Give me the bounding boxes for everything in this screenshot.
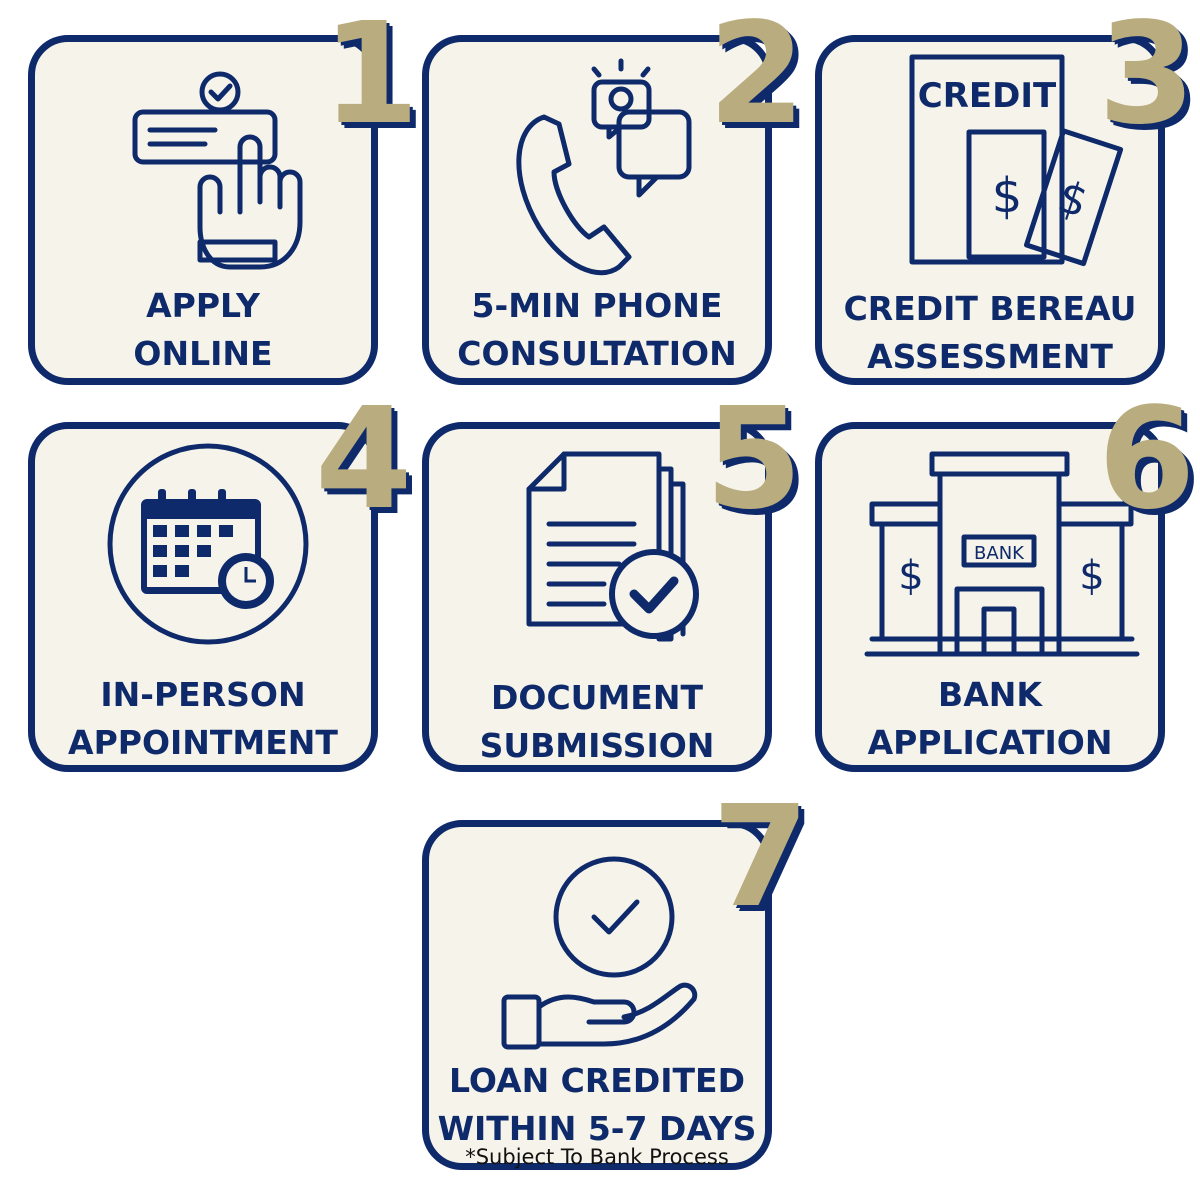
- step-number-7: 7: [712, 776, 810, 939]
- svg-text:$: $: [898, 553, 923, 599]
- svg-text:$: $: [1079, 553, 1104, 599]
- svg-text:CREDIT: CREDIT: [918, 76, 1057, 116]
- step-number-2: 2: [708, 0, 806, 156]
- step-number-3: 3: [1098, 0, 1196, 156]
- bank-building-icon: BANK $ $: [864, 451, 1140, 657]
- calendar-clock-icon: [107, 443, 309, 645]
- credit-report-icon: CREDIT $ $: [909, 54, 1124, 267]
- step-number-1: 1: [322, 0, 420, 156]
- document-check-icon: [526, 451, 699, 642]
- disclaimer-note: *Subject To Bank Process: [465, 1145, 729, 1169]
- svg-text:BANK: BANK: [974, 543, 1025, 564]
- phone-consultation-icon: [516, 58, 692, 276]
- svg-text:$: $: [992, 168, 1023, 224]
- svg-text:$: $: [1052, 171, 1094, 228]
- step-number-5: 5: [705, 378, 803, 541]
- apply-online-icon: [132, 71, 303, 270]
- step-number-6: 6: [1098, 378, 1196, 541]
- loan-hand-check-icon: [501, 856, 698, 1050]
- step-number-4: 4: [315, 378, 413, 541]
